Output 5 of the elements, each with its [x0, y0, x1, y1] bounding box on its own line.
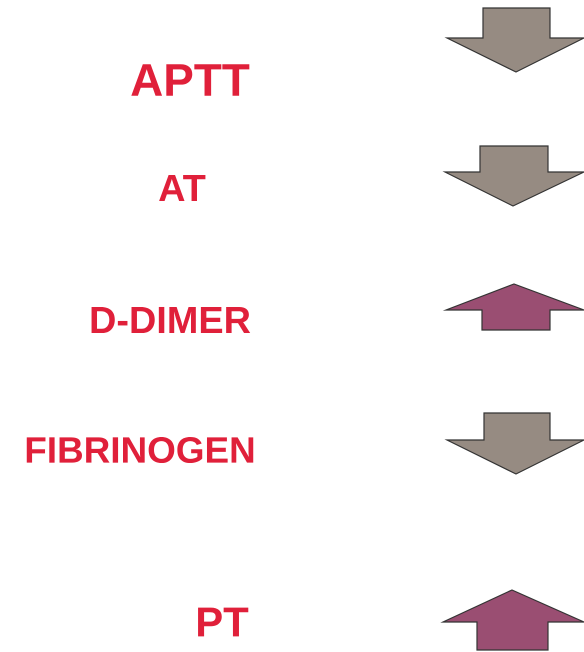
test-label: PT [198, 608, 248, 636]
test-label: AT [159, 174, 206, 202]
test-label: APTT [131, 64, 250, 96]
test-label: D-DIMER [92, 306, 250, 334]
test-label: FIBRINOGEN [26, 436, 254, 464]
